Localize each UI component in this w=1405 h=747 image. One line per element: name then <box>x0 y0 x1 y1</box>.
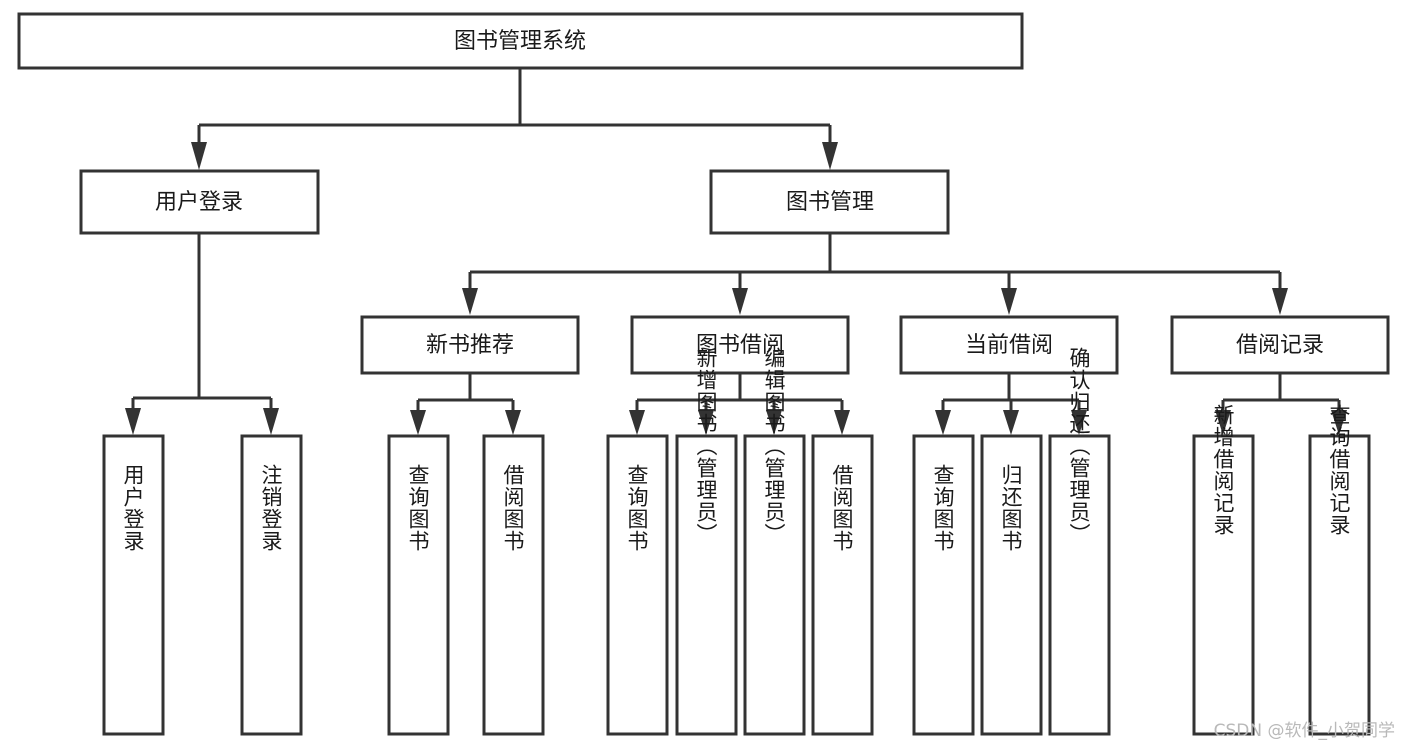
node-leaf-confirm-return[interactable]: 确认归还（管理员） <box>1048 347 1111 736</box>
node-user-login-label: 用户登录 <box>155 190 243 215</box>
node-leaf-add-book-label: 新增图书（管理员） <box>694 347 718 545</box>
node-leaf-query-book-2-box[interactable] <box>606 434 669 736</box>
node-leaf-borrow-book-2-box[interactable] <box>811 434 874 736</box>
node-leaf-borrow-book-2-label: 借阅图书 <box>830 464 854 552</box>
node-leaf-query-book-1-label: 查询图书 <box>406 464 430 552</box>
node-book-manage-box[interactable] <box>709 169 950 235</box>
node-leaf-borrow-book-2[interactable]: 借阅图书 <box>811 434 874 736</box>
node-root-box[interactable] <box>17 12 1024 70</box>
node-leaf-query-book-3[interactable]: 查询图书 <box>912 434 975 736</box>
arrow-head-leaf-query-book-3 <box>935 410 951 435</box>
arrow-head-leaf-query-book-1 <box>410 410 426 435</box>
node-new-book-rec[interactable]: 新书推荐 <box>360 315 580 375</box>
node-leaf-logout[interactable]: 注销登录 <box>240 434 303 736</box>
node-book-borrow[interactable]: 图书借阅 <box>630 315 850 375</box>
arrow-head-leaf-borrow-book-1 <box>505 410 521 435</box>
arrow-head-new-book-rec <box>462 288 478 315</box>
node-leaf-query-book-1[interactable]: 查询图书 <box>387 434 450 736</box>
node-borrow-record-box[interactable] <box>1170 315 1390 375</box>
node-leaf-query-record[interactable]: 查询借阅记录 <box>1308 404 1371 736</box>
arrow-head-leaf-add-book <box>698 410 714 435</box>
node-book-borrow-label: 图书借阅 <box>696 333 784 358</box>
arrow-head-leaf-confirm-return <box>1071 410 1087 435</box>
node-root[interactable]: 图书管理系统 <box>17 12 1024 70</box>
node-leaf-return-book-label: 归还图书 <box>999 464 1023 552</box>
arrow-head-leaf-borrow-book-2 <box>834 410 850 435</box>
node-leaf-add-book-box[interactable] <box>675 434 738 736</box>
node-leaf-user-login-box[interactable] <box>102 434 165 736</box>
node-borrow-record-label: 借阅记录 <box>1236 333 1324 358</box>
node-leaf-return-book-box[interactable] <box>980 434 1043 736</box>
node-borrow-record[interactable]: 借阅记录 <box>1170 315 1390 375</box>
node-leaf-add-book[interactable]: 新增图书（管理员） <box>675 347 738 736</box>
node-leaf-add-record[interactable]: 新增借阅记录 <box>1192 404 1255 736</box>
node-leaf-add-record-label: 新增借阅记录 <box>1211 404 1235 536</box>
arrow-head-leaf-add-record <box>1215 410 1231 435</box>
connector-layer <box>125 68 1347 435</box>
node-book-manage-label: 图书管理 <box>786 190 874 215</box>
node-leaf-query-book-1-box[interactable] <box>387 434 450 736</box>
node-current-borrow[interactable]: 当前借阅 <box>899 315 1119 375</box>
arrow-head-book-borrow <box>732 288 748 315</box>
node-leaf-query-book-2[interactable]: 查询图书 <box>606 434 669 736</box>
node-leaf-query-record-box[interactable] <box>1308 434 1371 736</box>
node-new-book-rec-label: 新书推荐 <box>426 333 514 358</box>
node-user-login-box[interactable] <box>79 169 320 235</box>
node-leaf-borrow-book-1-box[interactable] <box>482 434 545 736</box>
node-current-borrow-label: 当前借阅 <box>965 333 1053 358</box>
arrow-head-borrow-record <box>1272 288 1288 315</box>
node-current-borrow-box[interactable] <box>899 315 1119 375</box>
node-new-book-rec-box[interactable] <box>360 315 580 375</box>
node-leaf-user-login-label: 用户登录 <box>121 464 145 552</box>
node-leaf-edit-book-box[interactable] <box>743 434 806 736</box>
node-leaf-query-record-label: 查询借阅记录 <box>1327 404 1351 536</box>
arrow-head-leaf-user-login <box>125 408 141 435</box>
node-book-manage[interactable]: 图书管理 <box>709 169 950 235</box>
arrow-head-leaf-edit-book <box>766 410 782 435</box>
arrow-head-user-login <box>191 142 207 170</box>
node-leaf-confirm-return-label: 确认归还（管理员） <box>1067 347 1091 545</box>
node-leaf-confirm-return-box[interactable] <box>1048 434 1111 736</box>
node-leaf-add-record-box[interactable] <box>1192 434 1255 736</box>
arrow-head-book-manage <box>822 142 838 170</box>
node-book-borrow-box[interactable] <box>630 315 850 375</box>
arrow-head-leaf-query-book-2 <box>629 410 645 435</box>
node-leaf-query-book-3-label: 查询图书 <box>931 464 955 552</box>
node-leaf-logout-box[interactable] <box>240 434 303 736</box>
node-leaf-borrow-book-1-label: 借阅图书 <box>501 464 525 552</box>
node-leaf-edit-book[interactable]: 编辑图书（管理员） <box>743 347 806 736</box>
node-leaf-logout-label: 注销登录 <box>259 464 283 552</box>
arrow-head-leaf-query-record <box>1331 410 1347 435</box>
node-leaf-return-book[interactable]: 归还图书 <box>980 434 1043 736</box>
arrow-head-leaf-return-book <box>1003 410 1019 435</box>
node-leaf-edit-book-label: 编辑图书（管理员） <box>762 347 786 545</box>
node-root-label: 图书管理系统 <box>454 29 586 54</box>
node-user-login[interactable]: 用户登录 <box>79 169 320 235</box>
node-leaf-query-book-2-label: 查询图书 <box>625 464 649 552</box>
node-leaf-borrow-book-1[interactable]: 借阅图书 <box>482 434 545 736</box>
arrow-head-current-borrow <box>1001 288 1017 315</box>
node-leaf-user-login[interactable]: 用户登录 <box>102 434 165 736</box>
arrow-head-leaf-logout <box>263 408 279 435</box>
node-leaf-query-book-3-box[interactable] <box>912 434 975 736</box>
